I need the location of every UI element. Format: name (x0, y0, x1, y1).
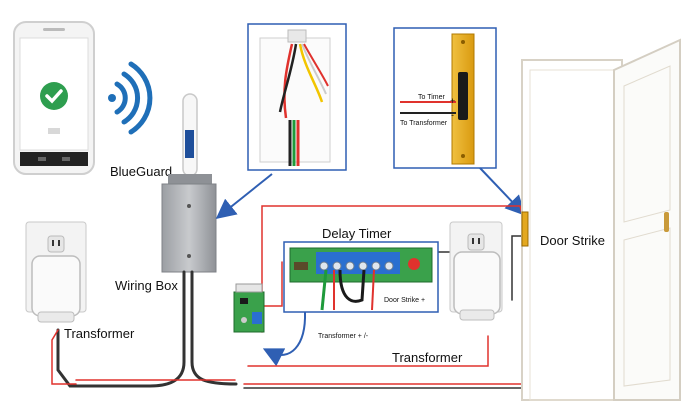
delay-timer-label: Delay Timer (322, 226, 392, 241)
wire-detail-inset (247, 23, 347, 171)
minus-sign-label: - (451, 110, 454, 120)
strike-detail-inset (393, 27, 497, 169)
door-strike-label: Door Strike (540, 233, 605, 248)
inset-arrow-strike (479, 167, 526, 216)
door-strike-plus-label: Door Strike + (384, 297, 425, 304)
door-frame (521, 59, 623, 401)
plus-sign-label: + (450, 96, 455, 106)
wiring-box-label: Wiring Box (115, 278, 178, 293)
timer-arrow (262, 311, 307, 367)
transformer-right (453, 251, 501, 321)
door-panel (613, 38, 681, 401)
to-timer-label: To Timer (418, 94, 446, 101)
transformer-right-label: Transformer (392, 350, 463, 365)
inset-arrow-wires (215, 173, 273, 219)
wiring-box (161, 174, 217, 273)
wifi-icon (108, 61, 153, 135)
transformer-left (31, 255, 81, 323)
blueguard-label: BlueGuard (110, 164, 172, 179)
door-strike (521, 211, 529, 247)
transformer-pm-label: Transformer + /- (318, 333, 369, 340)
transformer-left-label: Transformer (64, 326, 135, 341)
to-transformer-label: To Transformer (400, 120, 448, 127)
blueguard-antenna (182, 93, 198, 177)
smartphone (13, 21, 95, 175)
checkmark-icon (40, 82, 68, 110)
delay-timer-inset (283, 241, 439, 313)
relay-board (233, 283, 265, 333)
